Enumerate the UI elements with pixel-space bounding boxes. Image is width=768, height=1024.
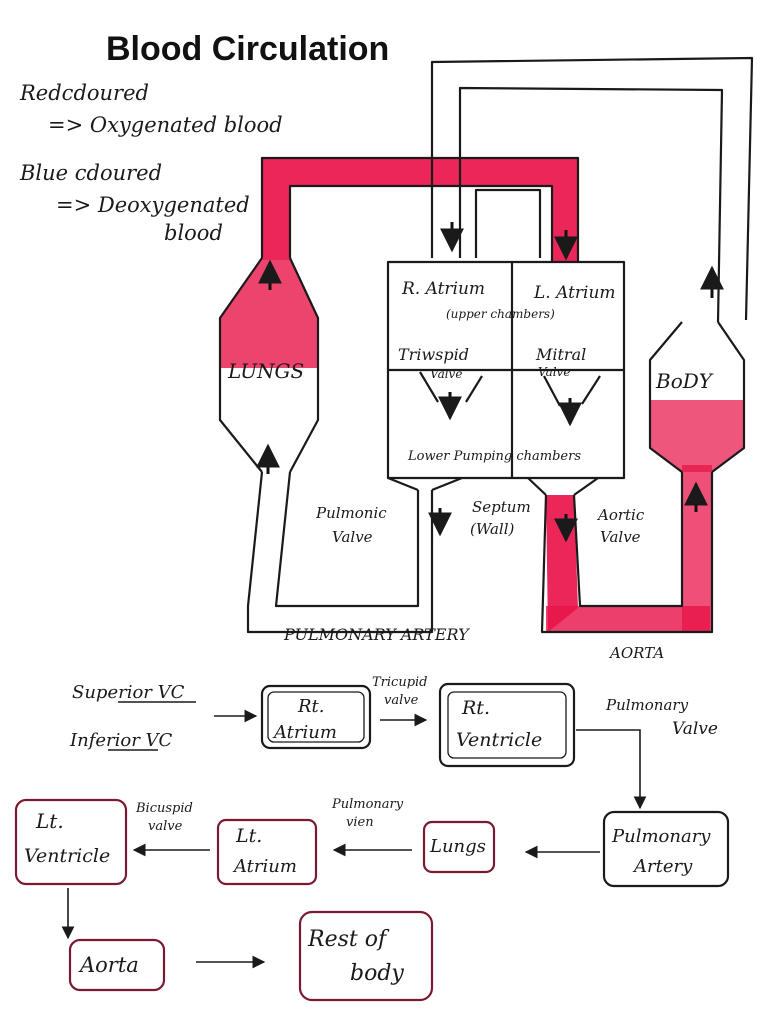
- bicuspid-label-2: valve: [148, 819, 183, 834]
- aorta-flow-label: Aorta: [78, 953, 139, 977]
- pulmonic-valve-label-2: Valve: [332, 528, 373, 546]
- rt-ventricle-label: Rt.: [461, 697, 490, 719]
- pulmonary-vien-label: Pulmonary: [331, 797, 404, 812]
- septum-label: Septum: [472, 498, 531, 516]
- lungs-outline-right: [289, 257, 320, 473]
- legend-red-meaning: => Oxygenated blood: [48, 113, 283, 137]
- pulmonary-artery-flow-label: Pulmonary: [611, 826, 711, 847]
- lt-atrium-label-2: Atrium: [232, 856, 297, 877]
- legend-red-heading: Redcdoured: [20, 81, 149, 105]
- lower-chambers-label: Lower Pumping chambers: [407, 449, 581, 464]
- lungs-box: [422, 820, 496, 874]
- aorta-label: AORTA: [608, 644, 664, 662]
- rt-atrium-box: [260, 684, 372, 750]
- lungs-outline-left: [218, 257, 263, 473]
- pulmonary-vien-label-2: vien: [346, 815, 374, 830]
- mitral-valve-label: Mitral: [535, 345, 586, 364]
- pulmonary-valve-label-2: Valve: [672, 719, 718, 739]
- lt-atrium-label: Lt.: [235, 825, 262, 847]
- upper-chambers-label: (upper chambers): [446, 307, 555, 321]
- rest-of-body-box: [298, 910, 434, 1002]
- pulmonary-artery-flow-label-2: Artery: [632, 856, 693, 877]
- lt-ventricle-label: Lt.: [35, 809, 64, 833]
- pulmonic-valve-label: Pulmonic: [315, 504, 387, 522]
- aortic-valve-label: Aortic: [596, 506, 645, 524]
- body-outline-left: [648, 321, 683, 473]
- tricuspid-valve-label-2: Valve: [430, 367, 462, 381]
- lt-ventricle-label-2: Ventricle: [24, 845, 110, 867]
- superior-vc-label: Superior VC: [72, 682, 185, 703]
- legend-blue-meaning-cont: blood: [164, 221, 223, 245]
- inferior-vc-label: Inferior VC: [69, 730, 173, 751]
- lt-atrium-box: [216, 818, 318, 886]
- legend-blue-heading: Blue cdoured: [20, 161, 163, 185]
- mitral-valve-label-2: Valve: [538, 365, 570, 379]
- rt-ventricle-label-2: Ventricle: [456, 729, 542, 751]
- flow-arrows: [256, 222, 724, 543]
- rt-ventricle-box: [438, 682, 576, 768]
- oxygenated-blood-fill: [220, 158, 744, 632]
- pulmonary-valve-label: Pulmonary: [605, 696, 689, 714]
- septum-label-2: (Wall): [470, 520, 515, 538]
- rt-atrium-label-2: Atrium: [272, 722, 337, 743]
- aorta-flow-box: [68, 938, 166, 992]
- rt-atrium-label: Rt.: [297, 696, 325, 717]
- diagram-outline: [218, 56, 754, 634]
- arrow-rventricle-to-partery: [576, 729, 647, 810]
- pulmonary-artery-box: [602, 810, 730, 888]
- bicuspid-label: Bicuspid: [135, 801, 193, 816]
- r-atrium-label: R. Atrium: [401, 279, 485, 299]
- l-atrium-label: L. Atrium: [533, 283, 616, 303]
- pulmonary-artery-label: PULMONARY ARTERY: [283, 625, 470, 644]
- lungs-label: LUNGS: [227, 359, 304, 383]
- page-title: Blood Circulation: [106, 30, 390, 68]
- body-label: BoDY: [655, 369, 714, 393]
- rest-of-body-label-2: body: [350, 961, 404, 986]
- lungs-flow-label: Lungs: [429, 836, 486, 857]
- rest-of-body-label: Rest of: [307, 927, 390, 952]
- lt-ventricle-box: [14, 798, 128, 886]
- body-outline-right: [711, 321, 746, 473]
- aortic-valve-label-2: Valve: [600, 528, 641, 546]
- tricuspid-valve-label: Triwspid: [398, 345, 469, 364]
- flowchart: Superior VC Inferior VC Rt. Atrium Tricu…: [14, 675, 730, 1002]
- tricuspid-flow-label: Tricupid: [372, 675, 428, 690]
- tricuspid-flow-label-2: valve: [384, 693, 419, 708]
- legend-blue-meaning: => Deoxygenated: [56, 193, 250, 217]
